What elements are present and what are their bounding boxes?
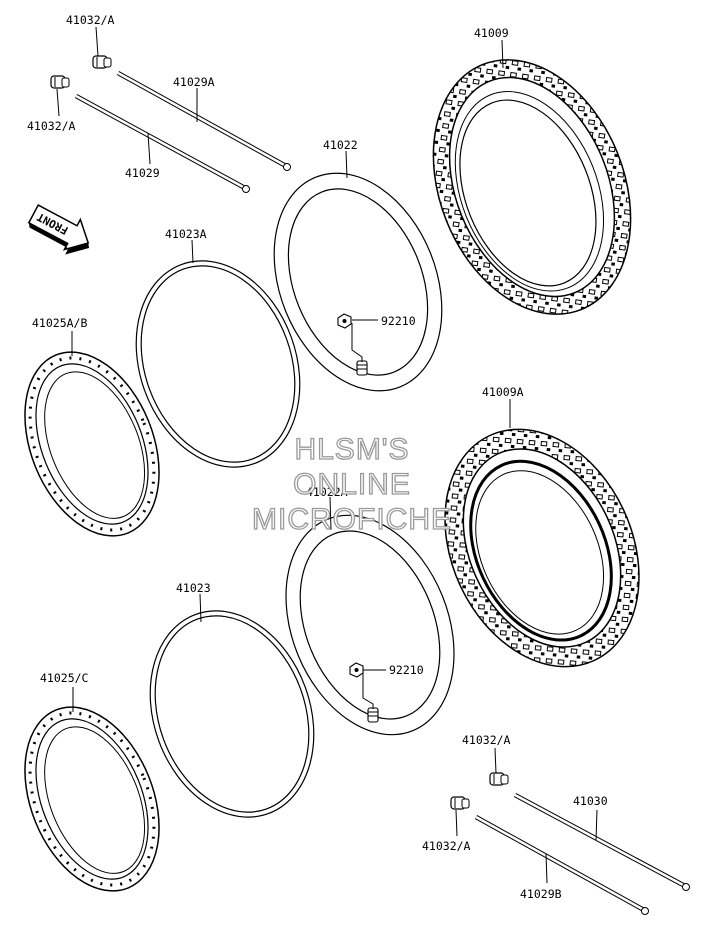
label-41032a-4: 41032/A [422,839,471,853]
valve-nut-92210-bottom [349,662,364,678]
inner-tube-41022a [285,514,455,736]
leader-valve-top [351,323,363,362]
leader-41009 [501,39,504,69]
rim-41025c [24,706,160,892]
spoke-41029a [116,71,291,171]
label-41022: 41022 [323,138,358,152]
tire-41009a [444,428,640,668]
label-41029a: 41029A [173,75,215,89]
valve-stem-top [356,360,368,376]
nipple-41032a-third [489,772,509,786]
label-41023a: 41023A [165,227,207,241]
label-41025ab: 41025A/B [32,316,87,330]
rim-41025ab [24,351,160,537]
leader-41032a-1 [95,26,99,57]
inner-tube-41022 [273,172,443,392]
label-41032a-2: 41032/A [27,119,76,133]
tire-41009 [432,59,632,315]
leader-41030 [595,809,598,841]
watermark-line-1: HLSM'S [294,433,409,466]
front-arrow: FRONT [27,204,90,255]
spoke-41029 [74,94,250,193]
leader-41029b [545,853,548,884]
label-41009a: 41009A [482,385,524,399]
leader-41022a [329,496,332,531]
watermark-line-2: ONLINE [293,468,411,501]
leader-41032a-2 [56,88,60,117]
spoke-41029b [474,815,649,915]
valve-nut-92210-top [337,313,352,329]
label-41032a-1: 41032/A [66,13,115,27]
leader-41023a [191,239,194,264]
spoke-41030 [513,793,690,891]
leader-41022 [345,150,348,179]
label-41029: 41029 [125,166,160,180]
nipple-41032a-fourth [450,796,470,810]
valve-stem-bottom [367,707,379,723]
rim-strip-41023a [135,260,301,468]
leader-41032a-4 [455,809,458,837]
nipple-41032a-second [50,75,70,89]
leader-valve-bottom [362,672,374,709]
leader-41032a-3 [494,747,497,774]
label-41009: 41009 [474,26,509,40]
label-41032a-3: 41032/A [462,733,511,747]
watermark: HLSM'S ONLINE MICROFICHE [251,432,452,536]
leader-41029 [147,132,151,165]
leader-41023 [199,593,202,623]
label-41022a: 41022A [306,485,348,499]
label-92210-1: 92210 [381,314,416,328]
rim-strip-41023 [149,610,315,818]
watermark-line-3: MICROFICHE [252,503,452,536]
part-labels: 41032/A 41032/A 41029A 41029 41009 41022… [27,13,608,901]
label-41030: 41030 [573,794,608,808]
label-92210-2: 92210 [389,663,424,677]
nipple-41032a-top [92,55,112,69]
label-41025c: 41025/C [40,671,89,685]
label-41029b: 41029B [520,887,562,901]
label-41023: 41023 [176,581,211,595]
